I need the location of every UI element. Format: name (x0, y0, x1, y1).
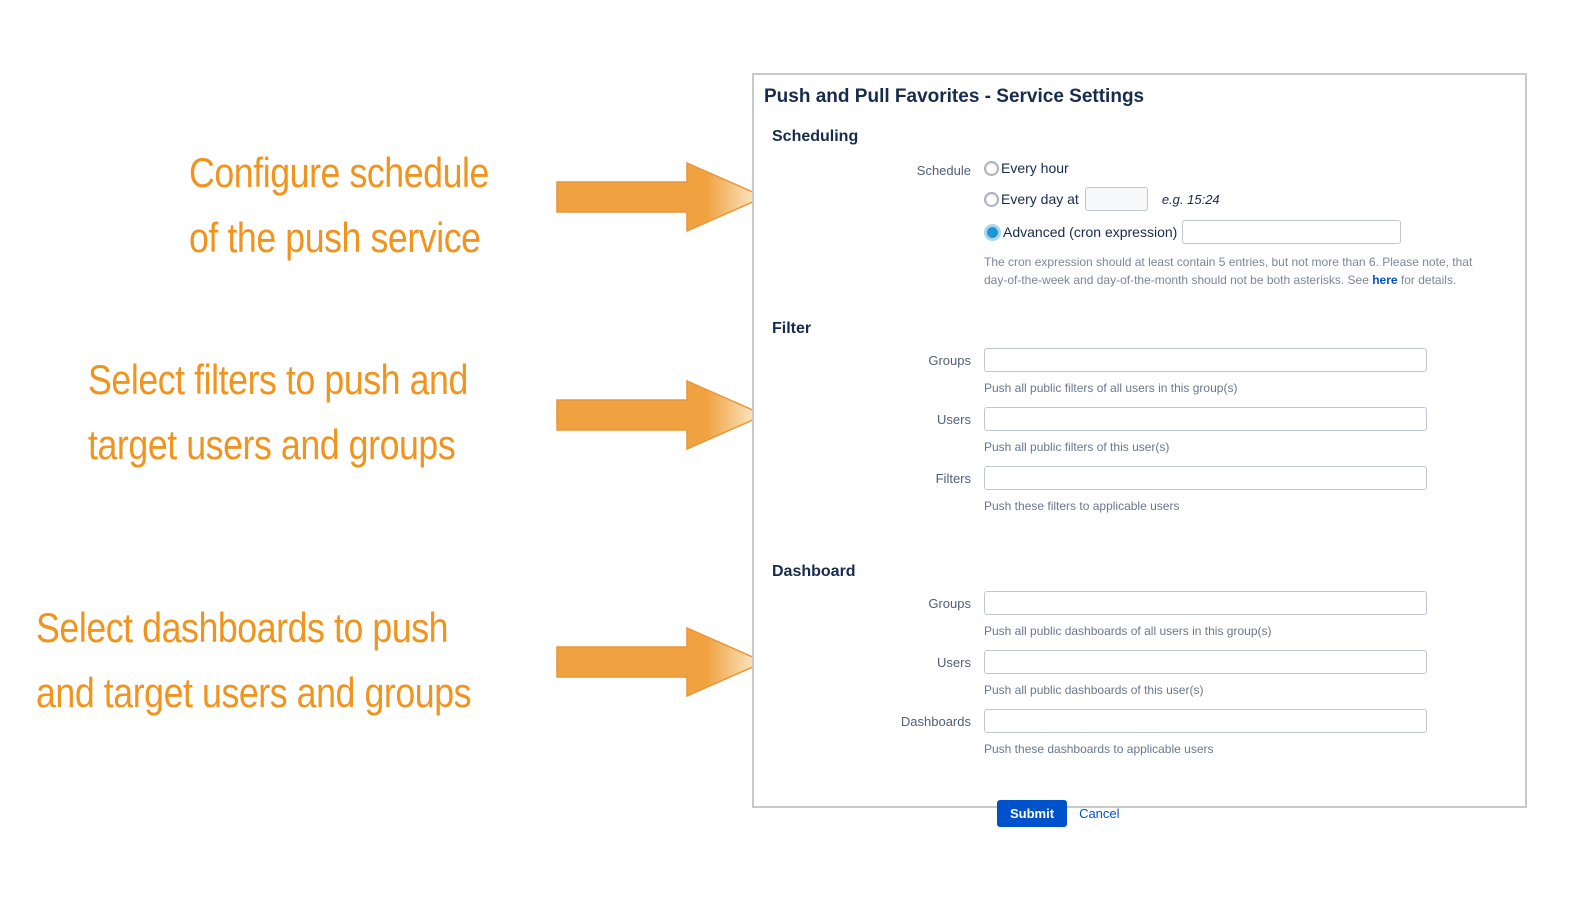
dashboard-users-input[interactable] (984, 650, 1427, 674)
time-example-hint: e.g. 15:24 (1161, 191, 1220, 207)
dashboards-row: Dashboards Push these dashboards to appl… (772, 709, 1525, 768)
filter-users-row: Users Push all public filters of this us… (772, 407, 1525, 466)
filter-users-input[interactable] (984, 407, 1427, 431)
dashboard-groups-row: Groups Push all public dashboards of all… (772, 591, 1525, 650)
annotation-line: of the push service (189, 214, 481, 261)
submit-button[interactable]: Submit (997, 800, 1068, 827)
radio-row-every-day: Every day at e.g. 15:24 (984, 187, 1525, 211)
filter-groups-label: Groups (928, 353, 971, 368)
filters-help: Push these filters to applicable users (984, 499, 1180, 513)
radio-row-every-hour: Every hour (984, 158, 1525, 178)
radio-row-advanced-cron: Advanced (cron expression) (984, 220, 1525, 244)
annotation-filters: Select filters to push and target users … (88, 347, 468, 477)
annotation-line: Configure schedule (189, 149, 489, 196)
annotation-line: Select dashboards to push (36, 604, 449, 651)
filter-filters-row: Filters Push these filters to applicable… (772, 466, 1525, 525)
filter-filters-label: Filters (935, 471, 971, 486)
filter-users-help: Push all public filters of this user(s) (984, 440, 1170, 454)
filter-section: Filter Groups Push all public filters of… (772, 320, 1525, 525)
every-hour-radio[interactable] (984, 160, 999, 176)
annotation-dashboards: Select dashboards to push and target use… (36, 595, 472, 725)
annotation-schedule: Configure schedule of the push service (189, 140, 489, 270)
dashboards-help: Push these dashboards to applicable user… (984, 742, 1214, 756)
arrow-right-icon (556, 162, 766, 232)
annotation-line: and target users and groups (36, 669, 472, 716)
dashboard-users-help: Push all public dashboards of this user(… (984, 683, 1204, 697)
cron-help-text: The cron expression should at least cont… (984, 253, 1496, 289)
cron-help-before: The cron expression should at least cont… (984, 255, 1473, 287)
arrow-right-icon (556, 627, 766, 697)
annotation-line: Select filters to push and (88, 356, 468, 403)
filter-users-label: Users (937, 412, 971, 427)
scheduling-heading: Scheduling (772, 128, 859, 145)
filter-groups-help: Push all public filters of all users in … (984, 381, 1238, 395)
every-day-radio[interactable] (984, 191, 999, 207)
filters-input[interactable] (984, 466, 1427, 490)
dashboard-users-label: Users (937, 655, 971, 670)
service-settings-panel: Push and Pull Favorites - Service Settin… (752, 73, 1527, 827)
page-title: Push and Pull Favorites - Service Settin… (764, 86, 1145, 107)
schedule-row: Schedule Every hour Every day at e.g. 15… (772, 158, 1525, 289)
dashboards-input[interactable] (984, 709, 1427, 733)
dashboard-section: Dashboard Groups Push all public dashboa… (772, 563, 1525, 827)
schedule-time-input[interactable] (1084, 187, 1148, 211)
scheduling-section: Scheduling Schedule Every hour Every day… (772, 128, 1525, 289)
dashboard-heading: Dashboard (772, 563, 856, 580)
cron-help-after: for details. (1397, 273, 1457, 287)
dashboard-groups-help: Push all public dashboards of all users … (984, 624, 1272, 638)
dashboards-label: Dashboards (900, 714, 971, 729)
dashboard-users-row: Users Push all public dashboards of this… (772, 650, 1525, 709)
dashboard-groups-label: Groups (928, 596, 971, 611)
cancel-link[interactable]: Cancel (1079, 806, 1120, 821)
filter-groups-row: Groups Push all public filters of all us… (772, 348, 1525, 407)
every-day-label: Every day at (1001, 191, 1079, 207)
annotation-line: target users and groups (88, 421, 456, 468)
every-hour-label: Every hour (1001, 160, 1069, 176)
advanced-cron-radio[interactable] (984, 223, 1001, 241)
advanced-cron-label: Advanced (cron expression) (1003, 224, 1178, 240)
arrow-right-icon (556, 380, 766, 450)
schedule-label: Schedule (916, 163, 971, 178)
form-actions: Submit Cancel (997, 800, 1525, 827)
cron-expression-input[interactable] (1182, 220, 1402, 244)
here-link[interactable]: here (1372, 273, 1398, 287)
filter-heading: Filter (772, 320, 812, 337)
filter-groups-input[interactable] (984, 348, 1427, 372)
dashboard-groups-input[interactable] (984, 591, 1427, 615)
